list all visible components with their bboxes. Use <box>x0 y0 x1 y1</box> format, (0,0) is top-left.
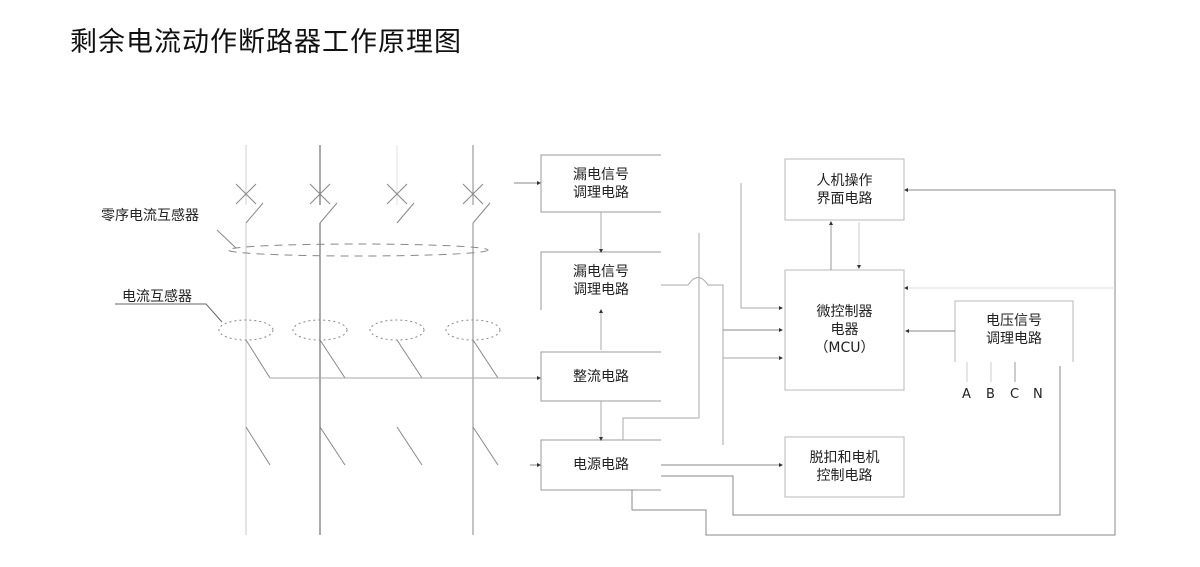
leakage-signal-block-1: 漏电信号 调理电路 <box>573 166 629 201</box>
phase-label-b: B <box>986 387 995 402</box>
box-trip-motor <box>784 436 905 498</box>
page-title: 剩余电流动作断路器工作原理图 <box>70 27 462 58</box>
phase-label-n: N <box>1033 387 1043 402</box>
voltage-signal-block: 电压信号 调理电路 <box>986 313 1042 347</box>
phase-lines <box>245 145 474 205</box>
ct-leader <box>115 303 223 323</box>
phase-label-c: C <box>1010 387 1020 402</box>
mcu-block: 微控制器 电器 （MCU） <box>814 304 875 356</box>
current-transformer-label: 电流互感器 <box>122 289 192 305</box>
phase-label-a: A <box>962 387 971 402</box>
zero-sequence-ct-leader <box>216 229 237 249</box>
breaker-x-3 <box>386 183 408 205</box>
box-hmi <box>784 158 905 221</box>
leakage-signal-block-2: 漏电信号 调理电路 <box>573 264 629 298</box>
breaker-contacts <box>235 183 491 224</box>
rectifier-block: 整流电路 <box>573 368 629 385</box>
trip-motor-block: 脱扣和电机 控制电路 <box>809 450 880 484</box>
current-transformers <box>218 319 501 341</box>
box-leakage-2 <box>540 251 661 310</box>
hmi-block: 人机操作 界面电路 <box>816 172 873 207</box>
zero-sequence-ct-ring <box>227 243 489 257</box>
zero-sequence-ct-label: 零序电流互感器 <box>101 208 199 224</box>
ct-ring-3 <box>369 319 425 341</box>
box-mcu <box>784 269 905 391</box>
power-supply-block: 电源电路 <box>573 457 629 473</box>
breaker-x-4 <box>462 183 484 205</box>
breaker-x-2 <box>309 183 331 205</box>
breaker-x-1 <box>235 183 257 205</box>
